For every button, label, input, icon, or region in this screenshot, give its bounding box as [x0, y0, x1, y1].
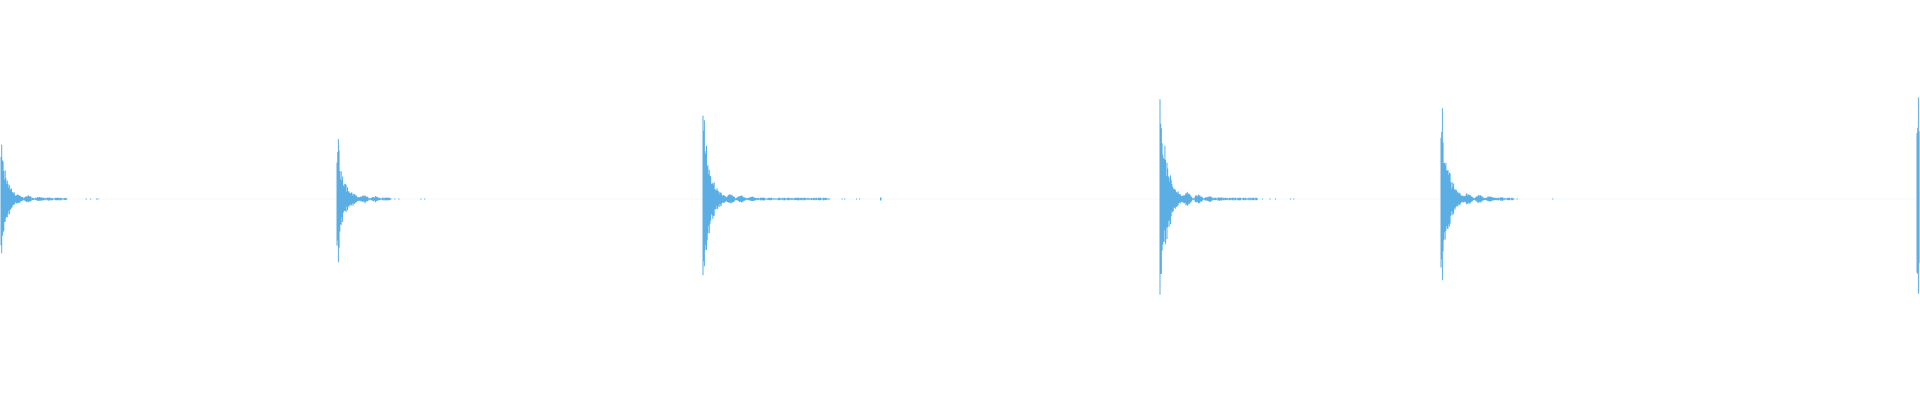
waveform-transient-path: [336, 139, 392, 263]
waveform-tail-dot: [1269, 198, 1271, 200]
waveform-tail-dot: [424, 198, 426, 200]
waveform-tail-dot: [859, 198, 861, 200]
waveform-transient: [336, 139, 426, 263]
waveform-transient: [1440, 108, 1554, 281]
waveform-blip: [880, 197, 882, 201]
waveform-tail-dot: [1293, 198, 1295, 200]
waveform-tail-dot: [97, 198, 99, 200]
waveform-tail-dot: [96, 198, 98, 200]
waveform-transient-path: [702, 115, 829, 276]
waveform-transient-path: [1159, 99, 1258, 295]
waveform-transient: [1916, 97, 1920, 294]
waveform-tail-dot: [394, 198, 396, 200]
waveform-tail-dot: [420, 198, 422, 200]
waveform-tail-dot: [1275, 198, 1276, 200]
waveform-transient: [0, 144, 99, 254]
waveform-tail-dot: [1290, 198, 1292, 200]
waveform-transient-path: [1916, 97, 1920, 294]
waveform-tail-dot: [398, 198, 400, 200]
waveform-group: [0, 97, 1920, 295]
waveform-tail-dot: [844, 198, 846, 200]
waveform-tail-dot: [841, 198, 843, 200]
waveform-transient: [1159, 99, 1295, 295]
waveform-transient: [702, 115, 861, 276]
waveform-transient-path: [0, 144, 68, 254]
waveform-tail-dot: [85, 198, 87, 200]
waveform-tail-dot: [855, 198, 857, 200]
waveform-transient-path: [1440, 108, 1515, 281]
waveform-tail-dot: [1261, 198, 1263, 200]
waveform-tail-dot: [1552, 198, 1554, 200]
waveform-tail-dot: [829, 198, 831, 200]
waveform-tail-dot: [1516, 198, 1518, 200]
waveform-tail-dot: [90, 198, 92, 200]
